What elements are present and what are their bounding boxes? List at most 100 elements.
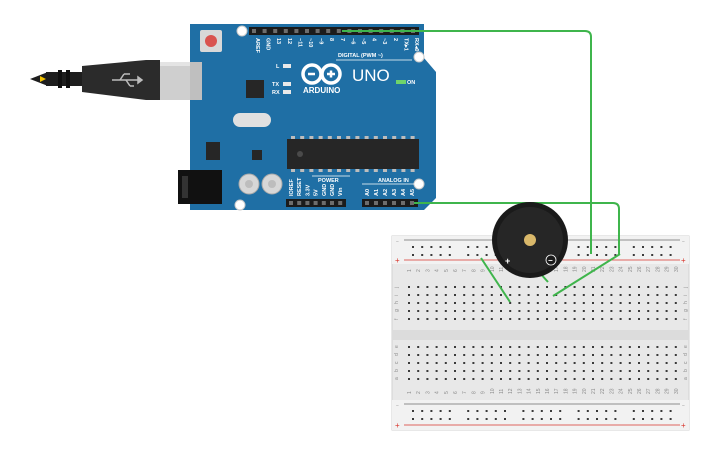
- breadboard-hole[interactable]: [527, 370, 530, 372]
- breadboard-hole[interactable]: [417, 294, 420, 296]
- breadboard-hole[interactable]: [619, 354, 622, 356]
- breadboard-hole[interactable]: [481, 362, 484, 364]
- breadboard-hole[interactable]: [463, 362, 466, 364]
- analog-pin-hole[interactable]: [410, 201, 414, 205]
- wire-gnd-to-breadboard[interactable]: [414, 202, 620, 254]
- breadboard-hole[interactable]: [490, 286, 493, 288]
- breadboard-hole[interactable]: [564, 378, 567, 380]
- rail-hole[interactable]: [430, 410, 433, 412]
- breadboard-hole[interactable]: [518, 294, 521, 296]
- rail-hole[interactable]: [660, 246, 663, 248]
- breadboard-hole[interactable]: [472, 354, 475, 356]
- breadboard-hole[interactable]: [518, 346, 521, 348]
- breadboard-hole[interactable]: [592, 370, 594, 372]
- breadboard-hole[interactable]: [656, 286, 659, 288]
- breadboard-hole[interactable]: [564, 354, 567, 356]
- breadboard-hole[interactable]: [463, 294, 466, 296]
- breadboard-hole[interactable]: [665, 294, 668, 296]
- breadboard-hole[interactable]: [564, 294, 567, 296]
- breadboard-hole[interactable]: [638, 310, 640, 312]
- breadboard-hole[interactable]: [638, 286, 640, 288]
- breadboard-hole[interactable]: [564, 302, 567, 304]
- breadboard-hole[interactable]: [573, 378, 576, 380]
- breadboard-hole[interactable]: [601, 370, 604, 372]
- breadboard-hole[interactable]: [490, 302, 493, 304]
- digital-pin-hole[interactable]: [294, 29, 299, 33]
- rail-hole[interactable]: [596, 410, 598, 412]
- rail-hole[interactable]: [476, 246, 479, 248]
- breadboard-hole[interactable]: [601, 354, 604, 356]
- breadboard-hole[interactable]: [647, 310, 650, 312]
- breadboard-hole[interactable]: [518, 378, 521, 380]
- breadboard-hole[interactable]: [656, 362, 659, 364]
- rail-hole[interactable]: [448, 418, 451, 420]
- breadboard-hole[interactable]: [481, 370, 484, 372]
- power-pin-hole[interactable]: [313, 201, 318, 205]
- breadboard-hole[interactable]: [435, 294, 438, 296]
- rail-hole[interactable]: [577, 246, 580, 248]
- breadboard-hole[interactable]: [509, 362, 512, 364]
- digital-pin-hole[interactable]: [326, 29, 331, 33]
- breadboard-hole[interactable]: [472, 286, 475, 288]
- rail-hole[interactable]: [596, 254, 598, 256]
- rail-hole[interactable]: [651, 246, 654, 248]
- rail-hole[interactable]: [605, 418, 608, 420]
- breadboard-hole[interactable]: [619, 286, 622, 288]
- rail-hole[interactable]: [485, 246, 488, 248]
- breadboard-hole[interactable]: [536, 346, 539, 348]
- breadboard-hole[interactable]: [509, 286, 512, 288]
- breadboard-hole[interactable]: [435, 362, 438, 364]
- rail-hole[interactable]: [550, 418, 552, 420]
- breadboard-hole[interactable]: [601, 362, 604, 364]
- breadboard-hole[interactable]: [435, 318, 438, 320]
- breadboard-hole[interactable]: [546, 378, 548, 380]
- rail-hole[interactable]: [577, 418, 580, 420]
- breadboard-hole[interactable]: [582, 354, 585, 356]
- breadboard-hole[interactable]: [454, 370, 456, 372]
- breadboard-hole[interactable]: [610, 318, 613, 320]
- breadboard-hole[interactable]: [665, 318, 668, 320]
- breadboard-hole[interactable]: [582, 294, 585, 296]
- rail-hole[interactable]: [577, 254, 580, 256]
- rail-hole[interactable]: [632, 246, 635, 248]
- breadboard-hole[interactable]: [674, 346, 677, 348]
- rail-hole[interactable]: [421, 254, 424, 256]
- breadboard-hole[interactable]: [426, 302, 429, 304]
- breadboard-hole[interactable]: [628, 362, 631, 364]
- breadboard-hole[interactable]: [638, 354, 640, 356]
- breadboard-hole[interactable]: [454, 346, 456, 348]
- breadboard-hole[interactable]: [592, 362, 594, 364]
- rail-hole[interactable]: [540, 418, 543, 420]
- breadboard-hole[interactable]: [509, 354, 512, 356]
- breadboard-hole[interactable]: [435, 378, 438, 380]
- breadboard-hole[interactable]: [674, 310, 677, 312]
- breadboard-hole[interactable]: [555, 354, 558, 356]
- breadboard-hole[interactable]: [665, 370, 668, 372]
- breadboard-hole[interactable]: [509, 370, 512, 372]
- power-pin-hole[interactable]: [297, 201, 302, 205]
- breadboard-hole[interactable]: [472, 310, 475, 312]
- rail-hole[interactable]: [531, 418, 534, 420]
- breadboard-hole[interactable]: [573, 346, 576, 348]
- breadboard-hole[interactable]: [619, 310, 622, 312]
- breadboard-hole[interactable]: [527, 362, 530, 364]
- breadboard-hole[interactable]: [564, 318, 567, 320]
- rail-hole[interactable]: [531, 410, 534, 412]
- breadboard-hole[interactable]: [564, 370, 567, 372]
- breadboard-hole[interactable]: [638, 346, 640, 348]
- rail-hole[interactable]: [550, 410, 552, 412]
- breadboard-hole[interactable]: [601, 286, 604, 288]
- rail-hole[interactable]: [605, 410, 608, 412]
- breadboard-hole[interactable]: [674, 370, 677, 372]
- rail-hole[interactable]: [485, 254, 488, 256]
- rail-hole[interactable]: [596, 246, 598, 248]
- breadboard-hole[interactable]: [417, 370, 420, 372]
- rail-hole[interactable]: [605, 246, 608, 248]
- breadboard-hole[interactable]: [426, 286, 429, 288]
- rail-hole[interactable]: [614, 254, 617, 256]
- breadboard-hole[interactable]: [500, 378, 502, 380]
- breadboard-hole[interactable]: [509, 294, 512, 296]
- breadboard-hole[interactable]: [582, 302, 585, 304]
